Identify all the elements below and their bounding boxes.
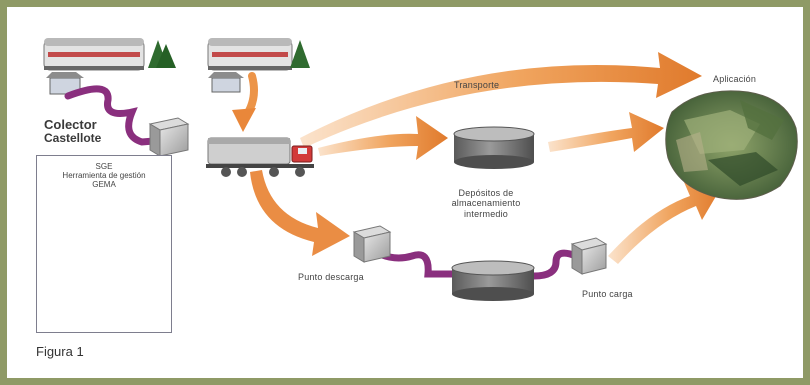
collector-label-line1: Colector	[44, 117, 97, 132]
load-box-icon	[570, 237, 608, 275]
arrow-collector-to-truck	[232, 72, 258, 132]
barn-icon-truck-origin	[207, 38, 293, 93]
figure-caption: Figura 1	[36, 344, 84, 359]
storage-label-line1: Depósitos de	[458, 188, 514, 198]
bottom-tank-icon	[451, 260, 535, 301]
pipe-collector	[64, 85, 170, 146]
load-point-label: Punto carga	[582, 289, 633, 299]
tree-icon-1	[148, 40, 176, 68]
storage-label: Depósitos de almacenamiento intermedio	[432, 188, 540, 219]
unload-point-label: Punto descarga	[298, 272, 364, 282]
arrow-storage-to-application	[548, 112, 664, 152]
sge-box-line3: GEMA	[92, 180, 116, 190]
agricultural-field-icon	[665, 90, 798, 200]
arrow-truck-to-unload-point	[250, 170, 350, 256]
application-label: Aplicación	[713, 74, 757, 84]
collector-label-line2: Castellote	[44, 130, 102, 145]
storage-label-line3: intermedio	[463, 208, 509, 219]
sge-box-line1: SGE	[95, 162, 113, 171]
truck-icon	[206, 137, 314, 177]
arrow-load-point-to-application	[608, 182, 722, 264]
transport-label: Transporte	[454, 80, 500, 90]
tree-icon-2	[290, 40, 310, 68]
sge-box-line2: Herramienta de gestión	[62, 171, 146, 181]
storage-label-line2: almacenamiento	[451, 198, 521, 209]
sge-box-title: SGE Herramienta de gestión GEMA	[37, 162, 171, 190]
arrow-truck-to-storage	[318, 116, 448, 160]
barn-icon-collector	[43, 38, 145, 95]
sge-management-box: SGE Herramienta de gestión GEMA	[36, 155, 172, 333]
collector-label: Colector Castellote	[44, 118, 101, 144]
storage-tank-icon	[453, 126, 535, 169]
arrow-truck-to-application	[300, 52, 702, 148]
unload-box-icon	[352, 225, 392, 263]
collector-box-icon	[148, 117, 190, 157]
